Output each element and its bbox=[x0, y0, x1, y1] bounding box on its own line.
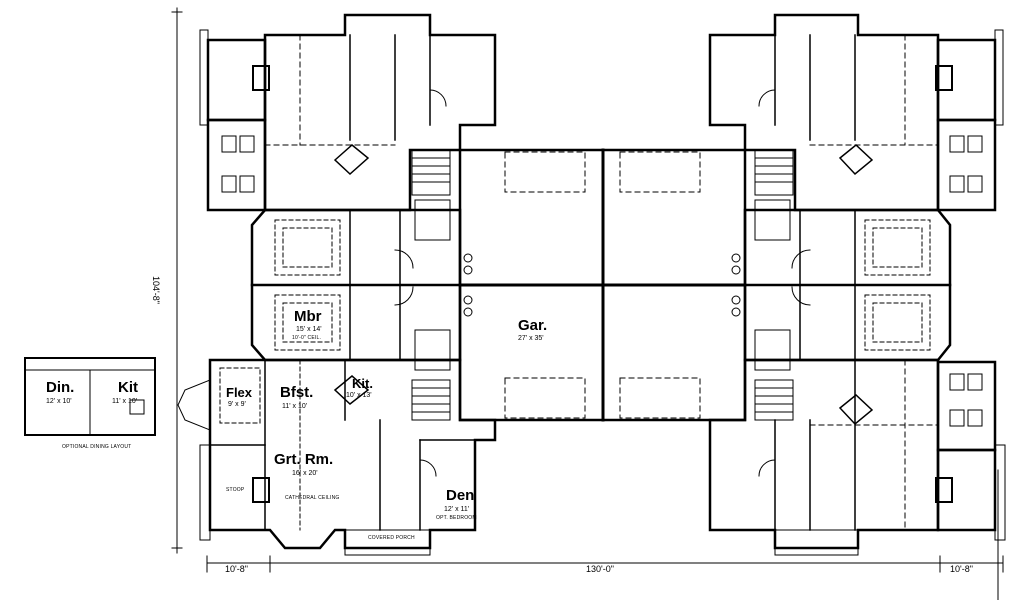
room-note-den: OPT. BEDROOM bbox=[436, 515, 477, 521]
tables bbox=[221, 135, 983, 427]
room-label-great-room: Grt. Rm. bbox=[274, 451, 334, 468]
stoop-label: STOOP bbox=[226, 487, 245, 493]
room-label-kit: Kit. bbox=[352, 376, 373, 391]
room-label-flex: Flex bbox=[226, 385, 253, 400]
optional-layout-caption: OPTIONAL DINING LAYOUT bbox=[62, 444, 132, 450]
garage-core bbox=[458, 148, 747, 422]
unit-upper-left bbox=[206, 13, 497, 212]
stairs bbox=[411, 149, 794, 421]
room-note-mbr: 10'-0" CEIL. bbox=[292, 335, 322, 341]
room-size-den: 12' x 11' bbox=[444, 506, 470, 513]
room-label-bfst: Bfst. bbox=[280, 384, 314, 401]
room-size-mbr: 15' x 14' bbox=[296, 326, 322, 333]
overall-depth-dimension: 104'-8" bbox=[151, 276, 161, 304]
fireplaces bbox=[252, 65, 953, 503]
optional-kit-size: 11' x 10' bbox=[112, 398, 138, 405]
unit-lower-right bbox=[708, 358, 997, 550]
room-size-great-room: 16' x 20' bbox=[292, 470, 318, 477]
covered-porch-label: COVERED PORCH bbox=[368, 535, 415, 541]
kitchen-islands bbox=[333, 144, 874, 426]
room-size-bfst: 11' x 10' bbox=[282, 403, 308, 410]
decks bbox=[177, 29, 1006, 556]
room-size-flex: 9' x 9' bbox=[228, 401, 246, 408]
room-label-den: Den bbox=[446, 487, 475, 504]
tray-ceilings bbox=[274, 219, 931, 351]
room-size-kit: 10' x 13' bbox=[346, 392, 372, 399]
room-label-mbr: Mbr bbox=[294, 308, 322, 325]
side-dimension-left: 10'-8" bbox=[225, 564, 248, 574]
dimension-lines bbox=[171, 7, 1004, 600]
overall-width-dimension: 130'-0" bbox=[586, 564, 614, 574]
door-swings bbox=[394, 89, 811, 477]
optional-kit-label: Kit bbox=[118, 379, 138, 396]
optional-din-label: Din. bbox=[46, 379, 75, 396]
side-dimension-right: 10'-8" bbox=[950, 564, 973, 574]
optional-dining-inset bbox=[24, 357, 156, 436]
room-note-great-room: CATHEDRAL CEILING bbox=[285, 495, 340, 501]
room-size-garage: 27' x 35' bbox=[518, 335, 544, 342]
room-label-garage: Gar. bbox=[518, 317, 548, 334]
unit-upper-right bbox=[708, 13, 997, 212]
baths bbox=[414, 199, 791, 371]
optional-din-size: 12' x 10' bbox=[46, 398, 72, 405]
